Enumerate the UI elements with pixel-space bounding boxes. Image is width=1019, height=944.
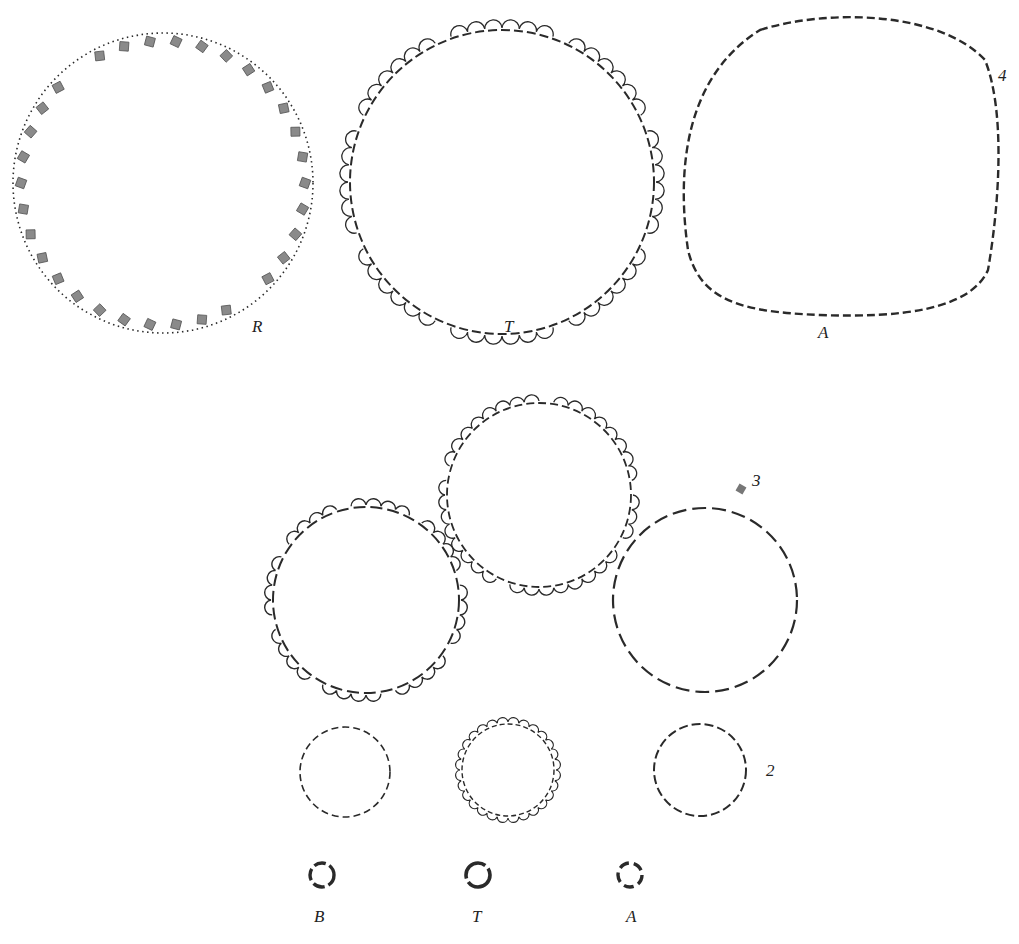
granule (37, 253, 48, 264)
figure-label: 2 (766, 762, 775, 779)
granule (221, 305, 231, 315)
granule (242, 63, 254, 75)
granule (95, 51, 105, 61)
granule (17, 151, 29, 163)
granule (262, 273, 274, 285)
wavy-wall (265, 499, 468, 702)
dashed-outline (273, 507, 459, 693)
thick-outline (466, 863, 490, 887)
granule (220, 50, 233, 63)
dashed-outline (613, 508, 797, 692)
granule (52, 81, 64, 93)
dashed-outline (462, 724, 554, 816)
granule (170, 36, 182, 48)
figure-label: T (472, 908, 481, 925)
granule (71, 290, 83, 302)
thick-outline (618, 863, 642, 887)
wavy-wall (456, 718, 561, 823)
granule (15, 177, 27, 189)
granule (26, 230, 35, 239)
granule (262, 81, 274, 93)
figure-label: A (626, 908, 636, 925)
thick-outline (310, 863, 334, 887)
figure-label: 3 (752, 472, 761, 489)
granule (297, 152, 307, 162)
granule (296, 203, 308, 215)
granule (171, 319, 182, 330)
granule (144, 36, 155, 47)
granule (93, 304, 106, 317)
granule (299, 177, 311, 189)
granule (144, 318, 156, 330)
granule (291, 127, 300, 136)
granule (289, 228, 302, 241)
granule (196, 40, 209, 53)
figure-label: R (252, 318, 262, 335)
granule (277, 251, 290, 264)
wavy-wall (439, 395, 639, 595)
figure-label: A (818, 324, 828, 341)
granule (36, 102, 49, 115)
granule (52, 273, 64, 285)
dashed-outline (654, 724, 746, 816)
figure-label: B (314, 908, 324, 925)
granule (197, 315, 207, 325)
granule (18, 204, 28, 214)
dashed-outline (684, 17, 999, 315)
granule (24, 125, 37, 138)
granule (119, 42, 129, 52)
figure-label: T (504, 318, 513, 335)
granule (118, 313, 131, 326)
granule (278, 103, 289, 114)
dashed-outline (447, 403, 631, 587)
wavy-wall (340, 20, 664, 344)
figure-label: 4 (998, 67, 1007, 84)
granule (736, 484, 747, 495)
granules (15, 36, 311, 331)
dotted-outline (13, 33, 313, 333)
dashed-outline (350, 30, 654, 334)
dashed-outline (300, 727, 390, 817)
